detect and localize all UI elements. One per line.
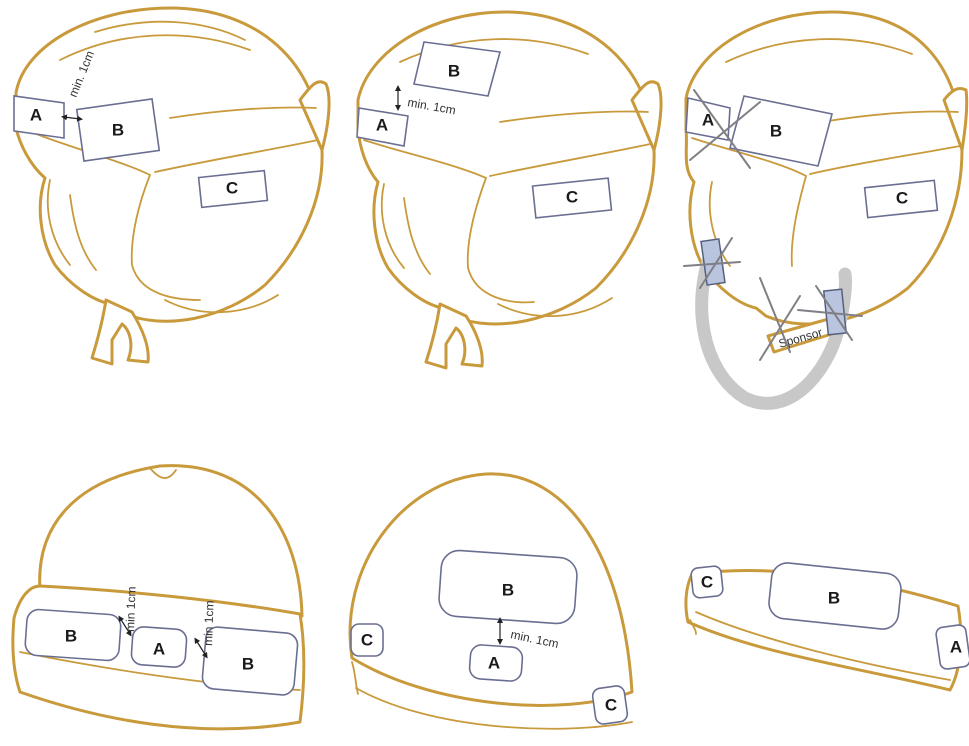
helmet-diagram-1: A B C min. 1cm [14,8,329,364]
patch-a: A [469,644,523,682]
patch-a-label: A [950,637,962,656]
patch-b-label: B [828,588,840,607]
patch-a-label: A [30,105,42,124]
patch-a-label: A [153,639,165,658]
headband-diagram: C B A [686,561,969,690]
beanie-diagram-1: B A B min 1cm min 1cm [13,466,304,729]
patch-c: C [533,178,612,218]
patch-c-right: C [592,685,629,725]
patch-a-label: A [376,115,388,134]
spacing-note: min 1cm [123,586,139,632]
patch-b-label: B [448,61,460,80]
patch-c-label: C [701,572,713,591]
patch-c-label: C [896,188,908,207]
patch-c-left: C [351,624,383,656]
patch-b-label: B [502,580,514,599]
patch-c-label: C [566,187,578,206]
patch-a: A [131,626,188,668]
patch-c-label: C [361,630,373,649]
patch-b: B [438,549,578,624]
patch-c: C [865,180,938,217]
patch-b: B [77,99,159,161]
patch-a-label: A [702,110,714,129]
helmet-diagram-2: B A C min. 1cm [357,12,661,368]
helmet-diagram-3: Sponsor A B C [684,12,967,403]
patch-a: A [935,624,969,670]
patch-b-right: B [201,626,298,696]
patch-b-label: B [770,121,782,140]
patch-b-left: B [25,609,122,661]
patch-c: C [199,171,268,208]
patch-b-label: B [112,120,124,139]
patch-c-label: C [226,178,238,197]
spacing-note: min 1cm [201,600,217,646]
patch-a: A [14,96,64,138]
beanie-diagram-2: B A C C min. 1cm [350,474,632,729]
patch-a-label: A [488,653,500,672]
patch-c-label: C [605,695,617,714]
patch-c: C [691,566,724,599]
patch-b-label: B [242,654,254,673]
patch-b-label: B [65,626,77,645]
